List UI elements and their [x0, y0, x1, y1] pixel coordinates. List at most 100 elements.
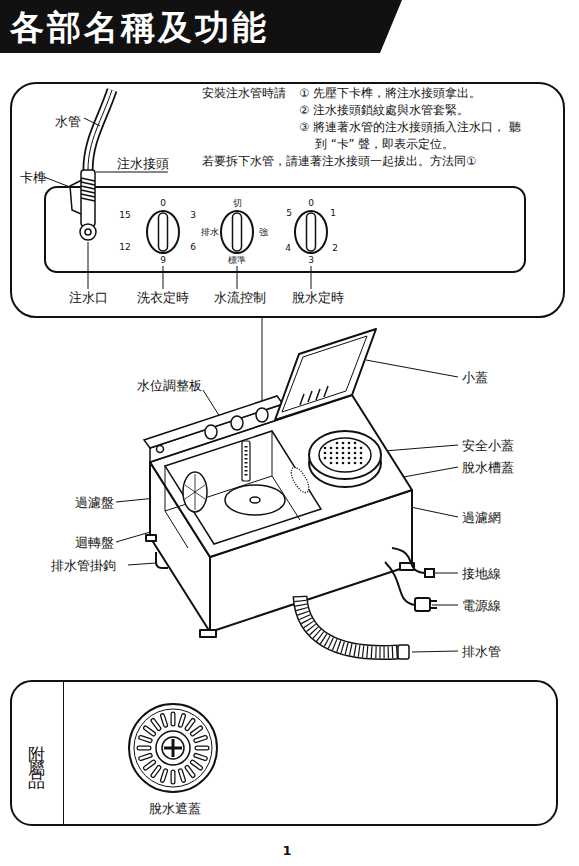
accessory-cover	[139, 746, 149, 751]
drain-hose	[300, 596, 398, 653]
drain-hose	[300, 596, 398, 653]
control-panel	[45, 187, 525, 272]
part-label: 接地線	[462, 566, 501, 581]
hose-fitting	[81, 182, 95, 185]
dial-number: 標準	[228, 253, 246, 268]
leader-line	[398, 467, 458, 478]
part-label: 迴轉盤	[75, 535, 114, 550]
accessory-cover	[139, 714, 207, 782]
water-hose	[88, 90, 112, 170]
cords	[385, 548, 437, 611]
dial-knobs	[221, 211, 253, 253]
instruction-text: 安裝注水管時請	[202, 85, 302, 102]
spin-tub	[324, 457, 327, 460]
dial-number: 4	[285, 241, 291, 256]
spin-tub	[354, 452, 357, 455]
machine-body	[146, 535, 156, 541]
accessory-cover	[145, 762, 153, 768]
spin-tub	[354, 457, 357, 460]
leader-line	[84, 118, 100, 126]
wash-tub	[165, 431, 321, 548]
hose-fitting	[81, 186, 95, 189]
accessory-cover	[141, 737, 151, 740]
accessory-box: 附屬品脫水遮蓋	[10, 680, 558, 826]
machine-backsplash	[157, 446, 164, 453]
accessory-cover	[162, 771, 165, 781]
leader-line	[96, 172, 168, 173]
hose-fitting	[81, 194, 95, 197]
spin-tub	[324, 442, 363, 465]
spin-lid	[282, 336, 367, 412]
spin-tub	[360, 457, 363, 460]
leader-line	[163, 266, 164, 289]
spin-tub	[324, 452, 327, 455]
hose-fitting	[81, 198, 95, 201]
cords	[430, 607, 437, 609]
hose-fitting	[81, 190, 95, 193]
accessory-cover	[187, 720, 193, 728]
spin-tub	[342, 442, 345, 445]
machine-backsplash	[256, 408, 268, 422]
leader-line	[434, 573, 458, 574]
spin-tub	[336, 462, 339, 465]
spin-tub	[360, 447, 363, 450]
leader-line	[88, 242, 89, 289]
wash-tub	[185, 485, 205, 499]
dial-knobs	[295, 211, 327, 253]
spin-tub	[309, 431, 381, 479]
dial-number: 9	[160, 253, 166, 268]
spin-tub	[330, 457, 333, 460]
spin-lid	[275, 329, 376, 420]
spin-tub	[324, 447, 327, 450]
spin-tub	[354, 442, 357, 445]
dial-number: 0	[308, 196, 314, 211]
accessory-cover	[145, 728, 153, 734]
dial-number: 6	[190, 240, 196, 255]
spin-tub	[330, 452, 333, 455]
page-title: 各部名稱及功能	[10, 5, 269, 51]
water-hose	[88, 90, 112, 170]
machine-body	[200, 630, 216, 637]
dial-knobs	[147, 211, 327, 253]
part-label: 安全小蓋	[462, 438, 514, 453]
part-label: 水位調整板	[137, 378, 202, 393]
cords	[392, 548, 426, 573]
accessory-cover	[164, 747, 182, 750]
wash-tub	[225, 485, 285, 515]
part-label: 卡榫	[20, 170, 46, 185]
spin-tub	[342, 447, 345, 450]
leader-line	[432, 605, 458, 606]
accessory-cover	[192, 762, 200, 768]
machine-backsplash	[205, 425, 217, 439]
accessory-cover	[141, 755, 151, 758]
machine-backsplash	[231, 416, 243, 430]
spin-tub	[319, 438, 371, 472]
wash-tub	[165, 431, 272, 511]
dial-number: 1	[330, 206, 336, 221]
spin-tub	[330, 447, 333, 450]
leader-line	[412, 651, 458, 652]
drain-hook	[156, 552, 168, 568]
accessory-cover	[153, 767, 159, 775]
wash-tub	[165, 511, 188, 548]
spin-tub	[348, 457, 351, 460]
part-label: 電源線	[462, 598, 501, 613]
accessory-cover	[180, 716, 183, 726]
leader-line	[128, 563, 156, 565]
wash-tub	[288, 465, 312, 495]
dial-number: 排水	[201, 225, 219, 240]
spin-tub	[336, 447, 339, 450]
dial-knobs	[159, 213, 168, 251]
dial-knobs	[147, 211, 179, 253]
instruction-text: ② 注水接頭鎖紋處與水管套緊。	[299, 102, 561, 119]
instruction-text: ③ 將連著水管的注水接頭插入注水口， 聽到 “卡” 聲，即表示定位。	[299, 119, 521, 153]
accessory-cover	[196, 755, 206, 758]
accessory-cover	[162, 737, 184, 759]
accessory-cover	[187, 767, 193, 775]
wash-tub	[183, 472, 207, 512]
wash-tub	[250, 497, 260, 503]
water-hose	[88, 90, 112, 170]
accessory-cover	[153, 767, 159, 775]
dial-number: 5	[286, 206, 292, 221]
part-label: 脫水定時	[292, 290, 344, 305]
